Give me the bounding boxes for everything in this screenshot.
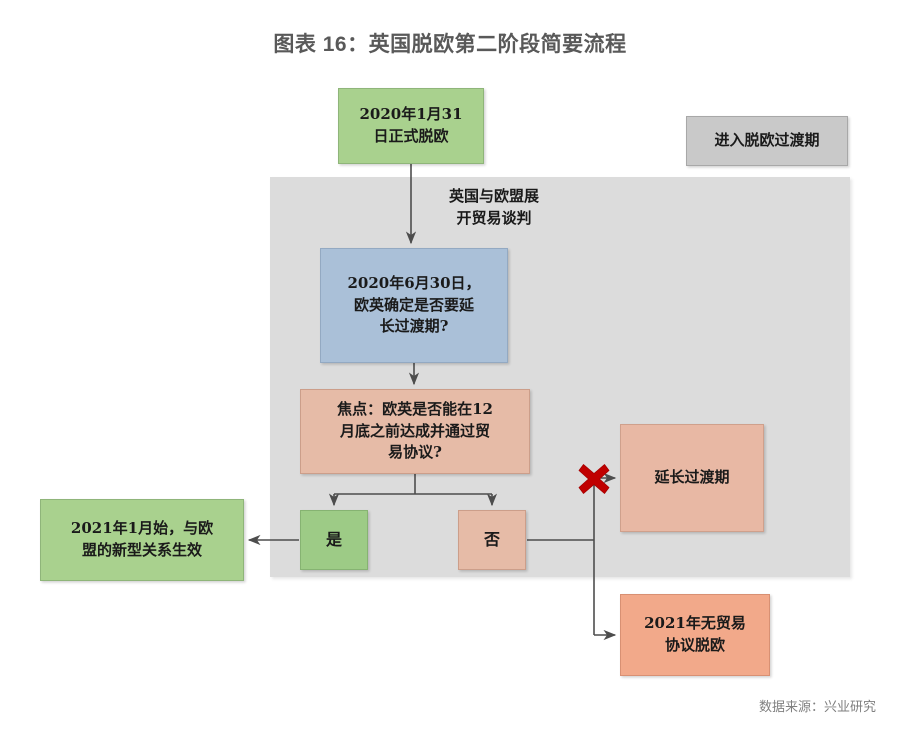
node-branch-no-label: 否 bbox=[483, 530, 500, 550]
node-branch-yes[interactable]: 是 bbox=[300, 510, 368, 570]
node-new-relationship-label: 2021年1月始，与欧 盟的新型关系生效 bbox=[70, 519, 214, 559]
node-no-deal-brexit-label: 2021年无贸易 协议脱欧 bbox=[644, 614, 746, 654]
annotation-trade-talks: 英国与欧盟展 开贸易谈判 bbox=[448, 187, 539, 227]
node-focus-trade-deal-label: 焦点：欧英是否能在12 月底之前达成并通过贸 易协议? bbox=[337, 399, 493, 462]
node-focus-trade-deal[interactable]: 焦点：欧英是否能在12 月底之前达成并通过贸 易协议? bbox=[300, 389, 530, 474]
node-formal-leave-label: 2020年1月31 日正式脱欧 bbox=[359, 105, 463, 145]
node-enter-transition-period[interactable]: 进入脱欧过渡期 bbox=[686, 116, 848, 166]
node-extend-transition-period[interactable]: 延长过渡期 bbox=[620, 424, 764, 532]
node-new-relationship[interactable]: 2021年1月始，与欧 盟的新型关系生效 bbox=[40, 499, 244, 581]
node-extend-transition-period-label: 延长过渡期 bbox=[654, 468, 730, 487]
node-no-deal-brexit[interactable]: 2021年无贸易 协议脱欧 bbox=[620, 594, 770, 676]
node-branch-no[interactable]: 否 bbox=[458, 510, 526, 570]
source-note: 数据来源：兴业研究 bbox=[758, 699, 876, 714]
node-formal-leave[interactable]: 2020年1月31 日正式脱欧 bbox=[338, 88, 484, 164]
x-mark-icon bbox=[578, 464, 610, 494]
node-branch-yes-label: 是 bbox=[325, 530, 342, 550]
node-enter-transition-period-label: 进入脱欧过渡期 bbox=[714, 131, 820, 150]
node-decision-extend-transition[interactable]: 2020年6月30日， 欧英确定是否要延 长过渡期? bbox=[320, 248, 508, 363]
node-decision-extend-transition-label: 2020年6月30日， 欧英确定是否要延 长过渡期? bbox=[347, 273, 481, 336]
figure-title: 图表 16：英国脱欧第二阶段简要流程 bbox=[273, 33, 627, 56]
